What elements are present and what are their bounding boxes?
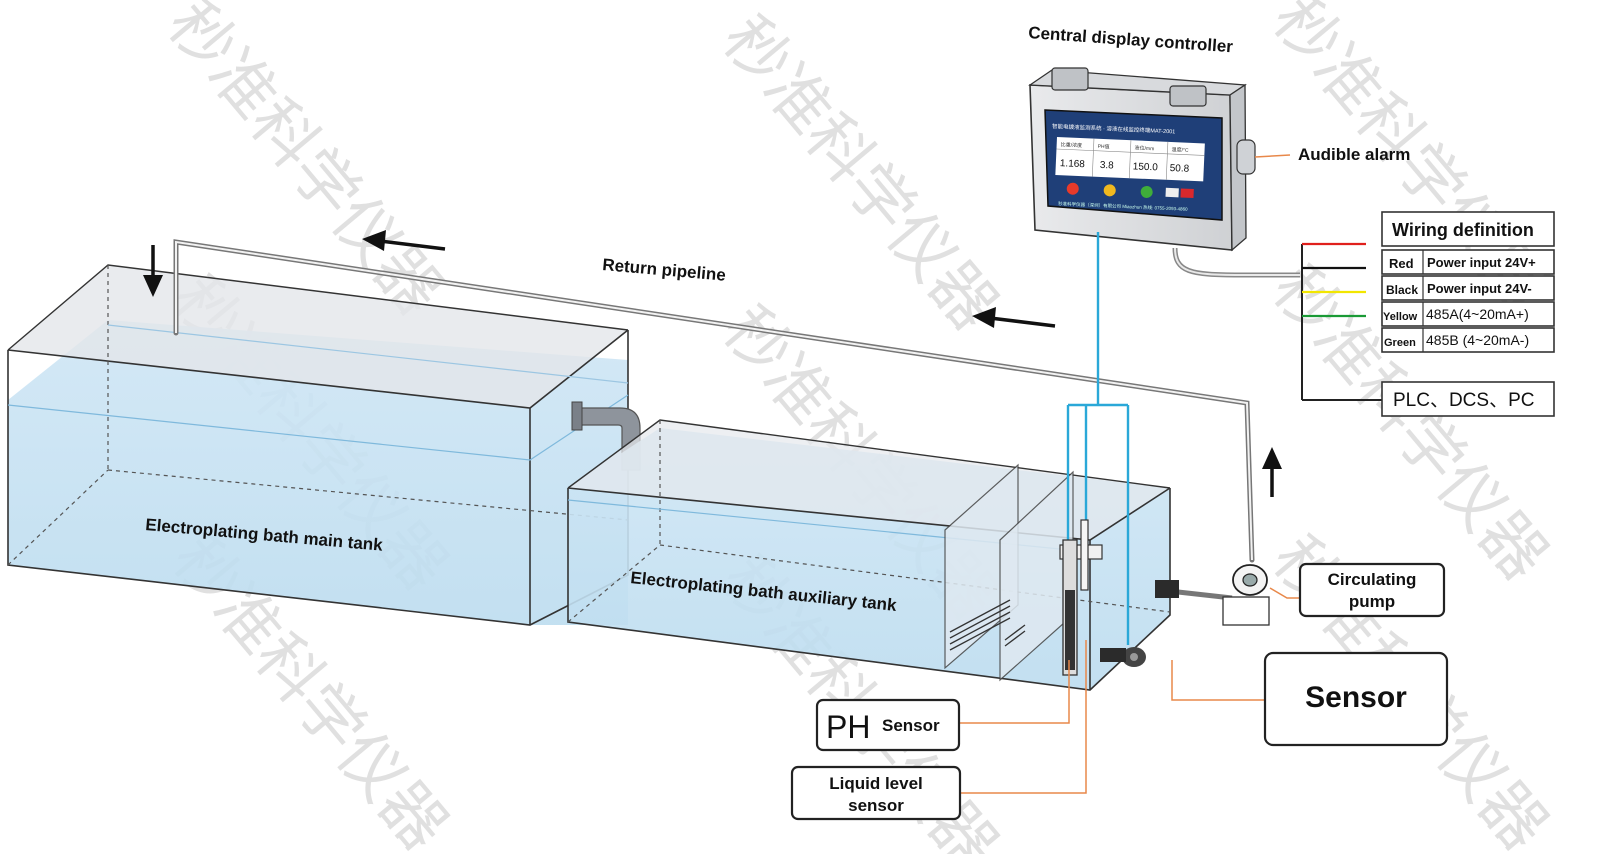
- flow-arrow-icon: [143, 245, 163, 297]
- circulating-pump-label-line1: Circulating: [1328, 570, 1417, 589]
- return-pipeline-inner: [175, 240, 1253, 561]
- wire-color-name: Green: [1384, 337, 1416, 349]
- flow-sensor: [1100, 647, 1146, 667]
- return-pipeline-label: Return pipeline: [602, 255, 727, 285]
- wiring-definition: Wiring definition Red Power input 24V+ B…: [1301, 211, 1555, 417]
- callout-lines: [960, 587, 1300, 794]
- liquid-level-label-line2: sensor: [848, 796, 904, 815]
- status-light-icon: [1066, 182, 1079, 195]
- alarm-leader-line: [1254, 154, 1291, 158]
- status-light-icon: [1140, 185, 1153, 198]
- screen-cell-value: 150.0: [1133, 161, 1159, 173]
- liquid-level-callout: [790, 765, 962, 821]
- watermark-text: 秒准科学仪器: [708, 3, 1012, 345]
- wiring-row: [1381, 301, 1555, 327]
- audible-alarm-label: Audible alarm: [1298, 145, 1410, 164]
- screen-cell-name: 液位/mm: [1134, 144, 1154, 152]
- wire-color-name: Black: [1386, 283, 1418, 297]
- circulating-pump-callout: [1298, 562, 1446, 618]
- screen-cell-name: 温度/°C: [1171, 146, 1189, 154]
- screen-cell-name: 比重/浓度: [1061, 141, 1083, 149]
- ph-sensor-probe: [1059, 519, 1103, 676]
- wiring-table-header: [1381, 211, 1555, 247]
- screen-cell-value: 50.8: [1169, 163, 1189, 175]
- sensor-callout: [1263, 651, 1449, 747]
- auxiliary-tank: [567, 419, 1171, 691]
- ph-sensor-label-small: Sensor: [882, 716, 940, 735]
- ph-sensor-callout: [815, 698, 961, 752]
- wiring-target-box: [1381, 381, 1555, 417]
- sensor-label: Sensor: [1305, 681, 1407, 714]
- flow-arrow-icon: [972, 307, 1056, 328]
- wiring-target: PLC、DCS、PC: [1393, 390, 1534, 411]
- signal-lines: [1066, 232, 1130, 645]
- wiring-row: [1381, 249, 1555, 275]
- wiring-row: [1381, 275, 1555, 301]
- circulating-pump: [1155, 564, 1270, 626]
- flow-arrow-icon: [362, 230, 446, 251]
- screen-cell-value: 3.8: [1100, 160, 1115, 172]
- wire-definition: 485B (4~20mA-): [1426, 332, 1529, 348]
- liquid-level-label-line1: Liquid level: [829, 774, 923, 793]
- controller-label: Central display controller: [1028, 23, 1234, 56]
- wiring-row: [1381, 327, 1555, 353]
- wire-color-name: Yellow: [1383, 311, 1418, 323]
- ph-sensor-label-big: PH: [826, 709, 870, 745]
- status-light-icon: [1103, 184, 1116, 197]
- screen-cell-name: PH值: [1097, 143, 1109, 151]
- wiring-title: Wiring definition: [1392, 220, 1534, 240]
- main-tank: [7, 264, 629, 626]
- wire-definition: 485A(4~20mA+): [1426, 306, 1529, 322]
- flow-arrow-icon: [1262, 447, 1282, 497]
- circulating-pump-label-line2: pump: [1349, 592, 1395, 611]
- wire-definition: Power input 24V+: [1427, 255, 1536, 270]
- wire-definition: Power input 24V-: [1427, 281, 1532, 296]
- wire-color-name: Red: [1389, 256, 1414, 271]
- screen-cell-value: 1.168: [1060, 158, 1086, 170]
